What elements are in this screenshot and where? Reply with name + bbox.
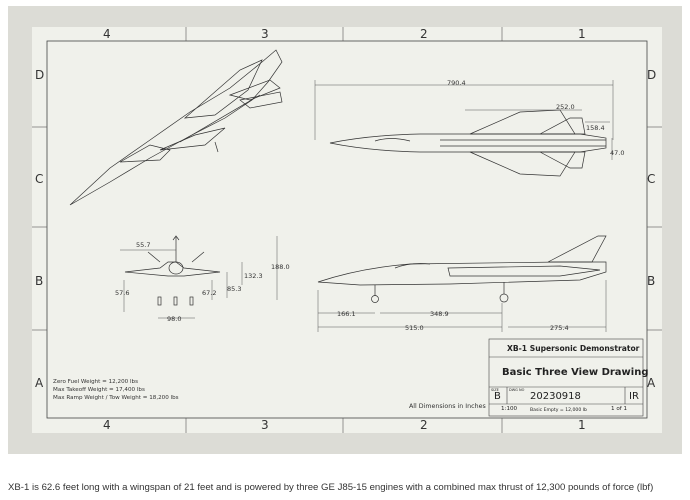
title-block-rev: IR (629, 391, 639, 402)
dim-top-width-c: 47.0 (610, 149, 625, 157)
zone-row-left-a: A (35, 376, 44, 390)
iso-view (69, 49, 283, 206)
zone-col-top-2: 2 (420, 27, 428, 41)
zone-row-right-b: B (647, 274, 656, 288)
zone-row-left-c: C (35, 172, 44, 186)
front-view-dims (120, 236, 278, 319)
side-view (317, 235, 607, 303)
zone-col-bottom-3: 3 (261, 418, 269, 432)
zone-row-right-a: A (647, 376, 656, 390)
top-view-dims (314, 80, 614, 160)
zone-col-top-4: 4 (103, 27, 111, 41)
zone-row-right-c: C (647, 172, 656, 186)
dim-front-e: 67.2 (202, 289, 217, 297)
weight-zero-fuel: Zero Fuel Weight = 12,200 lbs (53, 379, 138, 385)
weight-max-takeoff: Max Takeoff Weight = 17,400 lbs (53, 387, 145, 393)
zone-row-left-b: B (35, 274, 44, 288)
dim-front-f: 85.3 (227, 285, 242, 293)
zone-col-top-3: 3 (261, 27, 269, 41)
title-block-dwg-no: 20230918 (530, 391, 581, 402)
dim-side-c: 515.0 (405, 324, 424, 332)
title-block-weight: Basic Empty = 12,000 lb (530, 408, 587, 413)
title-block-frame (488, 338, 644, 417)
image-caption: XB-1 is 62.6 feet long with a wingspan o… (8, 481, 654, 493)
dim-front-b: 188.0 (271, 263, 290, 271)
dimensions-note: All Dimensions in Inches (409, 403, 486, 410)
dim-side-b: 348.9 (430, 310, 449, 318)
title-block-title: Basic Three View Drawing (502, 367, 649, 378)
dim-front-g: 98.0 (167, 315, 182, 323)
zone-row-left-d: D (35, 68, 45, 82)
zone-col-bottom-1: 1 (578, 418, 586, 432)
side-view-dims (317, 280, 607, 332)
dim-top-length: 790.4 (447, 79, 466, 87)
dim-side-a: 166.1 (337, 310, 356, 318)
title-block-scale: 1:100 (501, 406, 518, 412)
title-block-sheet: 1 of 1 (611, 406, 628, 412)
dim-top-width-b: 158.4 (586, 124, 605, 132)
dim-front-a: 55.7 (136, 241, 151, 249)
front-view (124, 235, 221, 306)
zone-col-bottom-2: 2 (420, 418, 428, 432)
dim-side-d: 275.4 (550, 324, 569, 332)
title-block-size-label: SIZE (491, 388, 499, 392)
weight-max-ramp: Max Ramp Weight / Tow Weight = 18,200 lb… (53, 395, 179, 401)
zone-row-right-d: D (647, 68, 657, 82)
zone-col-top-1: 1 (578, 27, 586, 41)
title-block-dwg-label: DWG NO (509, 388, 525, 392)
title-block-size: B (494, 391, 501, 402)
title-block-company: XB-1 Supersonic Demonstrator (507, 344, 640, 353)
dim-front-c: 132.3 (244, 272, 263, 280)
dim-top-width-a: 252.0 (556, 103, 575, 111)
dim-front-d: 57.6 (115, 289, 130, 297)
zone-col-bottom-4: 4 (103, 418, 111, 432)
